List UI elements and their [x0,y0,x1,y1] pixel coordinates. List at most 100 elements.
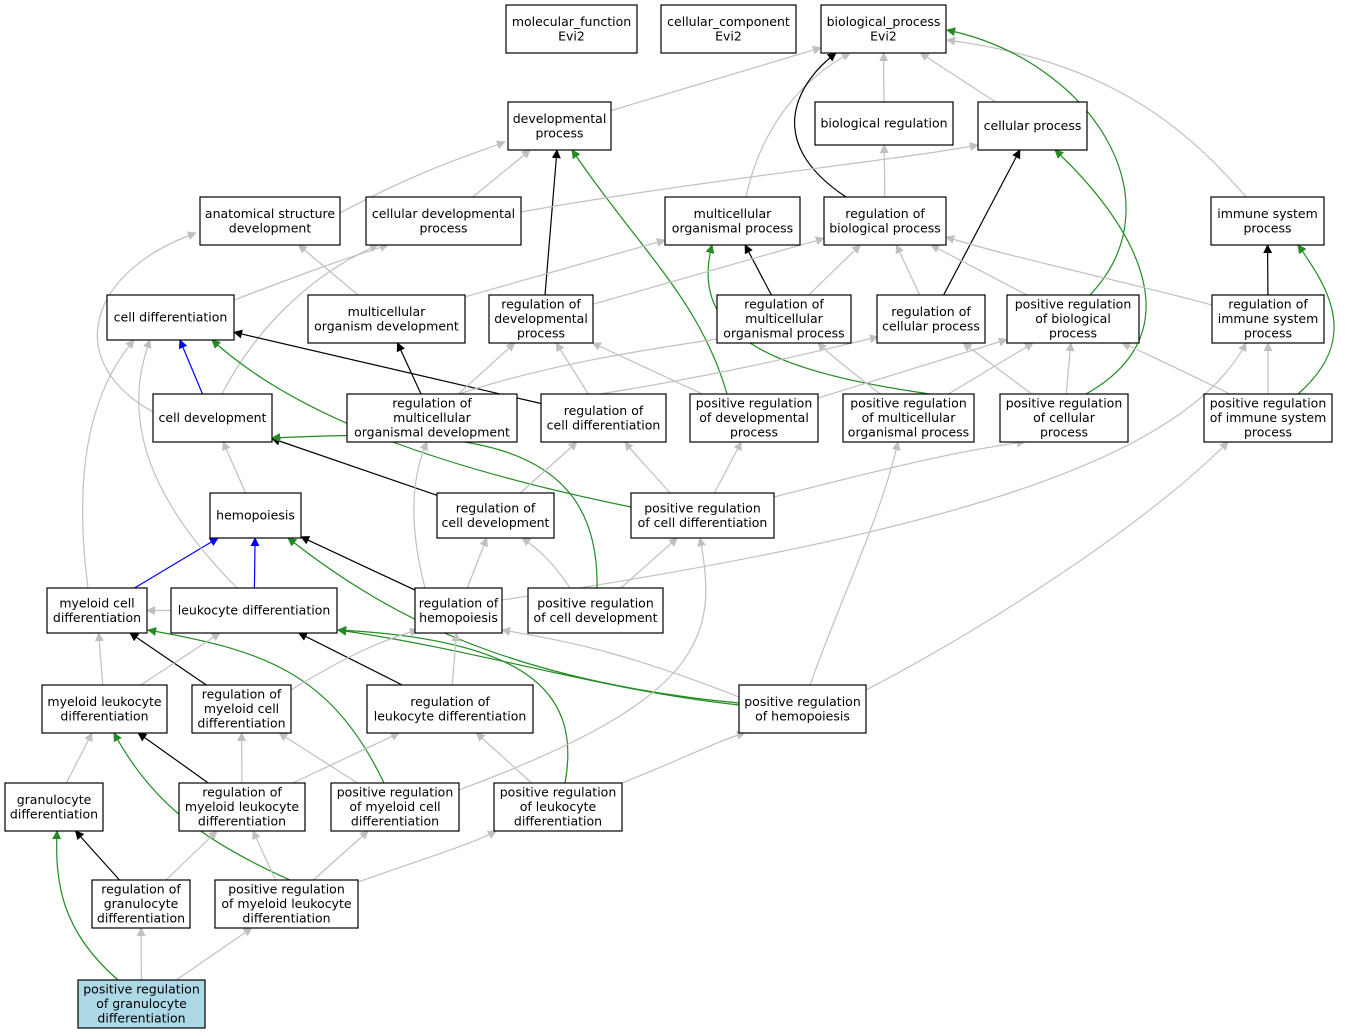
edge-prcdev-to-prcdiff [620,537,678,589]
node-label-line: Evi2 [558,28,585,43]
node-label-line: biological regulation [820,116,947,131]
node-label-line: developmental [513,111,607,126]
node-box [346,393,518,443]
node-box [1203,393,1333,443]
node-box [365,196,522,246]
edge-prbp-to-rbp [930,244,1028,296]
edge-rcdev-to-rcdiff [519,441,578,494]
node-label-line: of biological [1035,311,1111,326]
node-label-line: process [730,425,778,440]
edge-prcdev-to-rcdev [521,537,571,589]
node-label-line: regulation of [845,206,925,221]
edge-prdp-to-prbp [817,337,1008,399]
go-term-node-ld[interactable]: leukocyte differentiation [170,587,338,634]
node-label-line: hemopoiesis [216,508,295,523]
go-term-node-cellp[interactable]: cellular process [977,101,1088,151]
edge-mcd-to-hemo [134,537,219,589]
node-label-line: Evi2 [870,28,897,43]
edge-prisp-to-isp [1297,244,1335,395]
node-label-line: of cellular [1033,410,1096,425]
node-label-line: process [517,326,565,341]
node-box [152,393,273,443]
node-label-line: organismal process [723,326,844,341]
node-label-line: cell development [442,515,550,530]
edge-rdp-to-rbp [592,236,825,305]
edge-prgd-to-gd [52,830,119,981]
node-label-line: regulation of [419,595,499,610]
edge-prcp-to-rcp [962,342,1033,395]
node-label-line: immune system [1217,206,1318,221]
node-box [106,294,235,341]
node-label-line: regulation of [410,694,490,709]
go-term-node-cdiff[interactable]: cell differentiation [106,294,235,341]
node-label-line: of cell development [534,610,658,625]
node-label-line: organismal development [354,425,510,440]
node-box [527,587,664,634]
edge-cdev-to-cdiff [178,339,204,395]
go-term-node-breg[interactable]: biological regulation [814,101,954,146]
edge-prcdiff-to-prcp [773,438,1026,498]
node-label-line: positive regulation [744,694,861,709]
go-term-node-hemo[interactable]: hemopoiesis [209,492,302,539]
node-label-line: cell differentiation [114,310,228,325]
node-label-line: of leukocyte [520,799,597,814]
node-box [716,294,852,344]
edge-prcp-to-cellp [1054,149,1147,395]
edge-ld-to-cdiff [138,339,238,589]
edge-cellp-to-bp [919,52,996,103]
node-box [414,587,503,634]
node-box [488,294,594,344]
node-box [4,782,104,832]
node-box [664,196,801,246]
node-box [823,196,947,246]
node-label-line: positive regulation [696,396,813,411]
node-box [505,4,638,54]
node-label-line: myeloid cell [59,595,134,610]
node-box [493,782,623,832]
node-box [307,294,466,344]
node-label-line: differentiation [351,814,439,829]
node-label-line: positive regulation [337,785,454,800]
edge-mld-to-mcd [94,632,104,686]
node-label-line: of immune system [1210,410,1327,425]
edge-cdev-to-asd [96,231,197,413]
go-term-node-cdev[interactable]: cell development [152,393,273,443]
